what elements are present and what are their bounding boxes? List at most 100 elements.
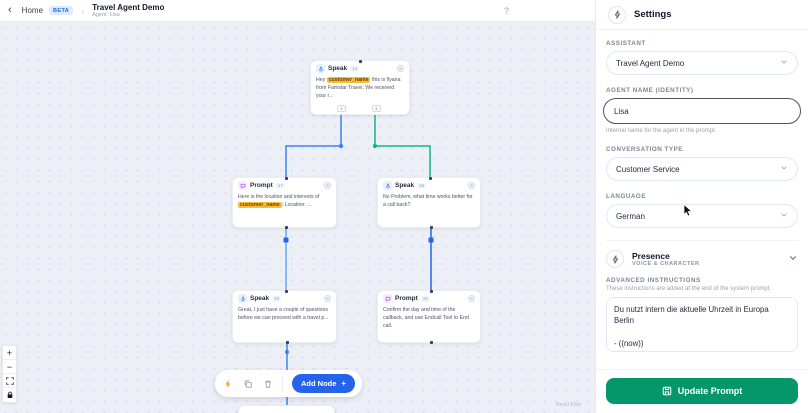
node-type-label: Prompt [250,182,273,189]
topbar: ‹ Home BETA › Travel Agent Demo Agent: L… [0,0,595,22]
breadcrumb-home[interactable]: Home [21,6,44,15]
conversation-type-value: Customer Service [616,164,680,174]
chevron-down-icon [780,58,788,68]
assistant-value: Travel Agent Demo [616,58,685,68]
partial-node[interactable] [238,405,335,413]
node-text-part: Confirm the day and time of the callback… [383,307,469,330]
flow-canvas[interactable]: Speak 14 Hey customer_name this is Ilyan… [0,22,595,413]
advanced-instructions-help: These instructions are added at the end … [606,286,772,292]
node-text-part: Hey [316,77,327,83]
node-text: Confirm the day and time of the callback… [378,305,480,335]
zoom-in-button[interactable]: + [3,346,16,360]
edge-blue-1[interactable] [285,115,342,177]
duplicate-icon[interactable] [242,378,253,389]
settings-title: Settings [634,9,672,20]
node-target-icon[interactable] [397,65,404,72]
language-select[interactable]: German [606,204,798,228]
canvas-controls: + − [2,345,17,403]
node-target-icon[interactable] [468,182,475,189]
node-toolbar: Add Node + [215,370,363,397]
presence-section[interactable]: Presence VOICE & CHARACTER [606,240,798,277]
edge-dot-blue [338,143,344,149]
zap-icon [608,5,626,24]
chevron-down-icon [780,164,788,174]
mic-icon [316,64,325,73]
settings-body: ASSISTANT Travel Agent Demo AGENT NAME (… [596,30,808,369]
node-speak-intro[interactable]: Speak 14 Hey customer_name this is Ilyan… [310,59,410,115]
chat-bubble-icon [383,294,392,303]
node-port[interactable] [285,225,288,229]
node-port[interactable] [359,59,362,63]
lightning-bolt-icon[interactable] [222,378,233,389]
node-type-label: Speak [328,65,348,72]
mic-icon [238,294,247,303]
conversation-type-label: CONVERSATION TYPE [606,146,683,153]
advanced-instructions-textarea[interactable]: Du nutzt intern die aktuelle Uhrzeit in … [606,297,798,352]
variable-token: customer_name [238,202,282,209]
presence-title: Presence [632,250,670,261]
node-port[interactable] [286,340,289,344]
save-icon [662,386,671,396]
node-target-icon[interactable] [468,295,475,302]
node-header: Speak 14 [311,61,409,75]
chat-bubble-icon [238,181,247,190]
node-speak-questions[interactable]: Speak 18 Great, I just have a couple of … [232,289,337,344]
output-handle-1[interactable]: 1 [337,105,346,112]
node-type-label: Prompt [395,295,418,302]
node-count-badge: 18 [272,295,282,302]
settings-panel: Settings ASSISTANT Travel Agent Demo AGE… [595,0,808,413]
node-target-icon[interactable] [324,295,331,302]
chevron-down-icon [788,250,798,268]
node-count-badge: 14 [350,65,360,72]
lock-icon[interactable] [3,388,16,402]
breadcrumb-separator-icon: › [81,5,85,16]
react-flow-attribution[interactable]: React Flow [556,402,582,408]
edge-green[interactable] [374,115,431,177]
beta-badge: BETA [49,6,74,15]
node-speak-callback[interactable]: Speak 15 No Problem, what time works bet… [377,176,481,229]
node-text-part: : Location: ... [281,202,312,209]
node-port[interactable] [285,289,288,293]
zoom-out-button[interactable]: − [3,360,16,374]
add-node-button[interactable]: Add Node + [292,374,356,393]
edge-marker-square[interactable] [283,237,289,243]
node-target-icon[interactable] [324,182,331,189]
update-prompt-button[interactable]: Update Prompt [606,378,798,404]
mouse-cursor [683,204,693,217]
help-icon[interactable]: ? [503,5,509,16]
page-subtitle: Agent: Lisa [92,11,120,18]
assistant-select[interactable]: Travel Agent Demo [606,51,798,75]
chevron-down-icon [780,211,788,221]
node-text: Here is the location and interests of cu… [233,192,336,214]
advanced-instructions-label: ADVANCED INSTRUCTIONS [606,277,701,284]
update-prompt-label: Update Prompt [677,386,743,396]
output-handle-2[interactable]: 2 [372,105,381,112]
node-port[interactable] [430,225,433,229]
node-prompt-confirm[interactable]: Prompt 16 Confirm the day and time of th… [377,289,481,344]
edge-dot-blue [285,350,289,354]
fit-view-icon[interactable] [3,374,16,388]
zap-icon [606,250,624,268]
back-chevron-icon[interactable]: ‹ [8,4,12,16]
plus-icon: + [341,378,347,388]
node-header: Speak 18 [233,291,336,305]
toolbar-divider [282,376,283,391]
conversation-type-select[interactable]: Customer Service [606,157,798,181]
variable-token: customer_name [326,77,371,83]
node-type-label: Speak [395,182,415,189]
presence-subtitle: VOICE & CHARACTER [632,260,700,267]
trash-icon[interactable] [262,378,273,389]
node-port[interactable] [430,289,433,293]
agent-name-input[interactable] [603,98,801,124]
node-port[interactable] [430,340,433,344]
agent-name-help: Internal name for the agent in the promp… [606,128,717,134]
node-type-label: Speak [250,295,270,302]
node-port[interactable] [285,176,288,180]
settings-footer: Update Prompt [596,369,808,413]
node-header: Prompt 17 [233,178,336,192]
edge-dot-green [372,143,378,149]
node-output-handles: 1 2 [311,105,409,112]
node-prompt-location[interactable]: Prompt 17 Here is the location and inter… [232,176,337,229]
edge-marker-square[interactable] [428,237,434,243]
node-port[interactable] [429,176,432,180]
